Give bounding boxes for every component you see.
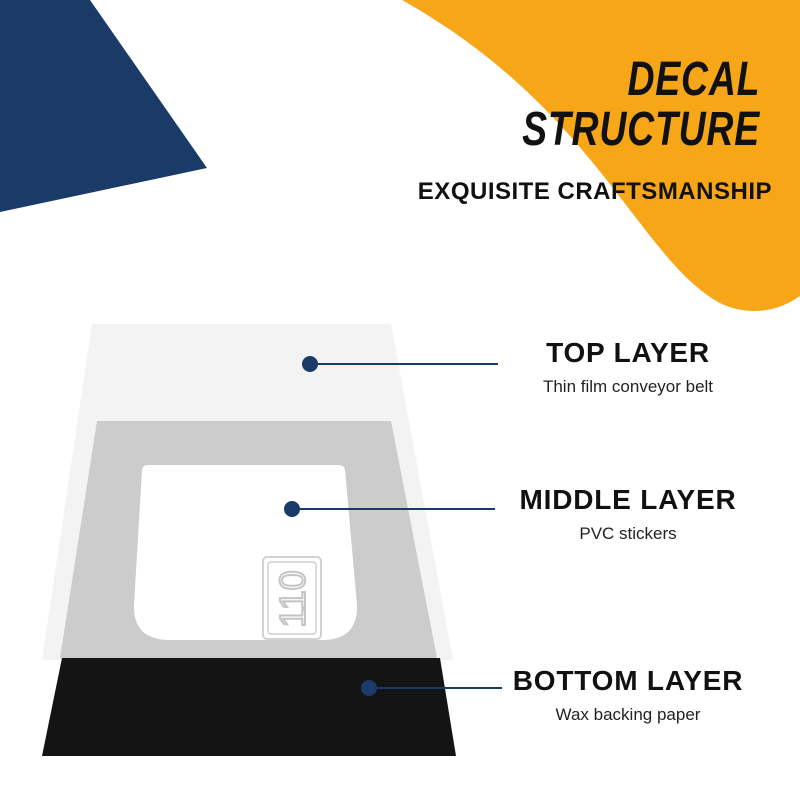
sticker-number-plate-inner: [267, 561, 317, 635]
subtitle: EXQUISITE CRAFTSMANSHIP: [417, 178, 772, 205]
sticker-number-plate: [262, 556, 322, 640]
orange-corner-shape: [402, 0, 800, 311]
sticker-cutout: [133, 465, 358, 640]
title-line-2: STRUCTURE: [522, 103, 760, 156]
top-layer-dot: [302, 356, 318, 372]
middle-layer-title: MIDDLE LAYER: [519, 484, 737, 515]
middle-layer-description: PVC stickers: [579, 524, 677, 543]
bottom-layer-description: Wax backing paper: [555, 705, 701, 724]
title-line-1: DECAL: [627, 53, 760, 106]
sticker-number: 110: [272, 570, 313, 627]
top-layer-title: TOP LAYER: [546, 337, 710, 368]
bottom-layer-backing: [42, 658, 456, 756]
middle-layer-dot: [284, 501, 300, 517]
bottom-layer-title: BOTTOM LAYER: [512, 665, 744, 696]
bottom-layer-dot: [361, 680, 377, 696]
navy-corner-shape: [0, 0, 207, 212]
top-layer-description: Thin film conveyor belt: [542, 377, 714, 396]
